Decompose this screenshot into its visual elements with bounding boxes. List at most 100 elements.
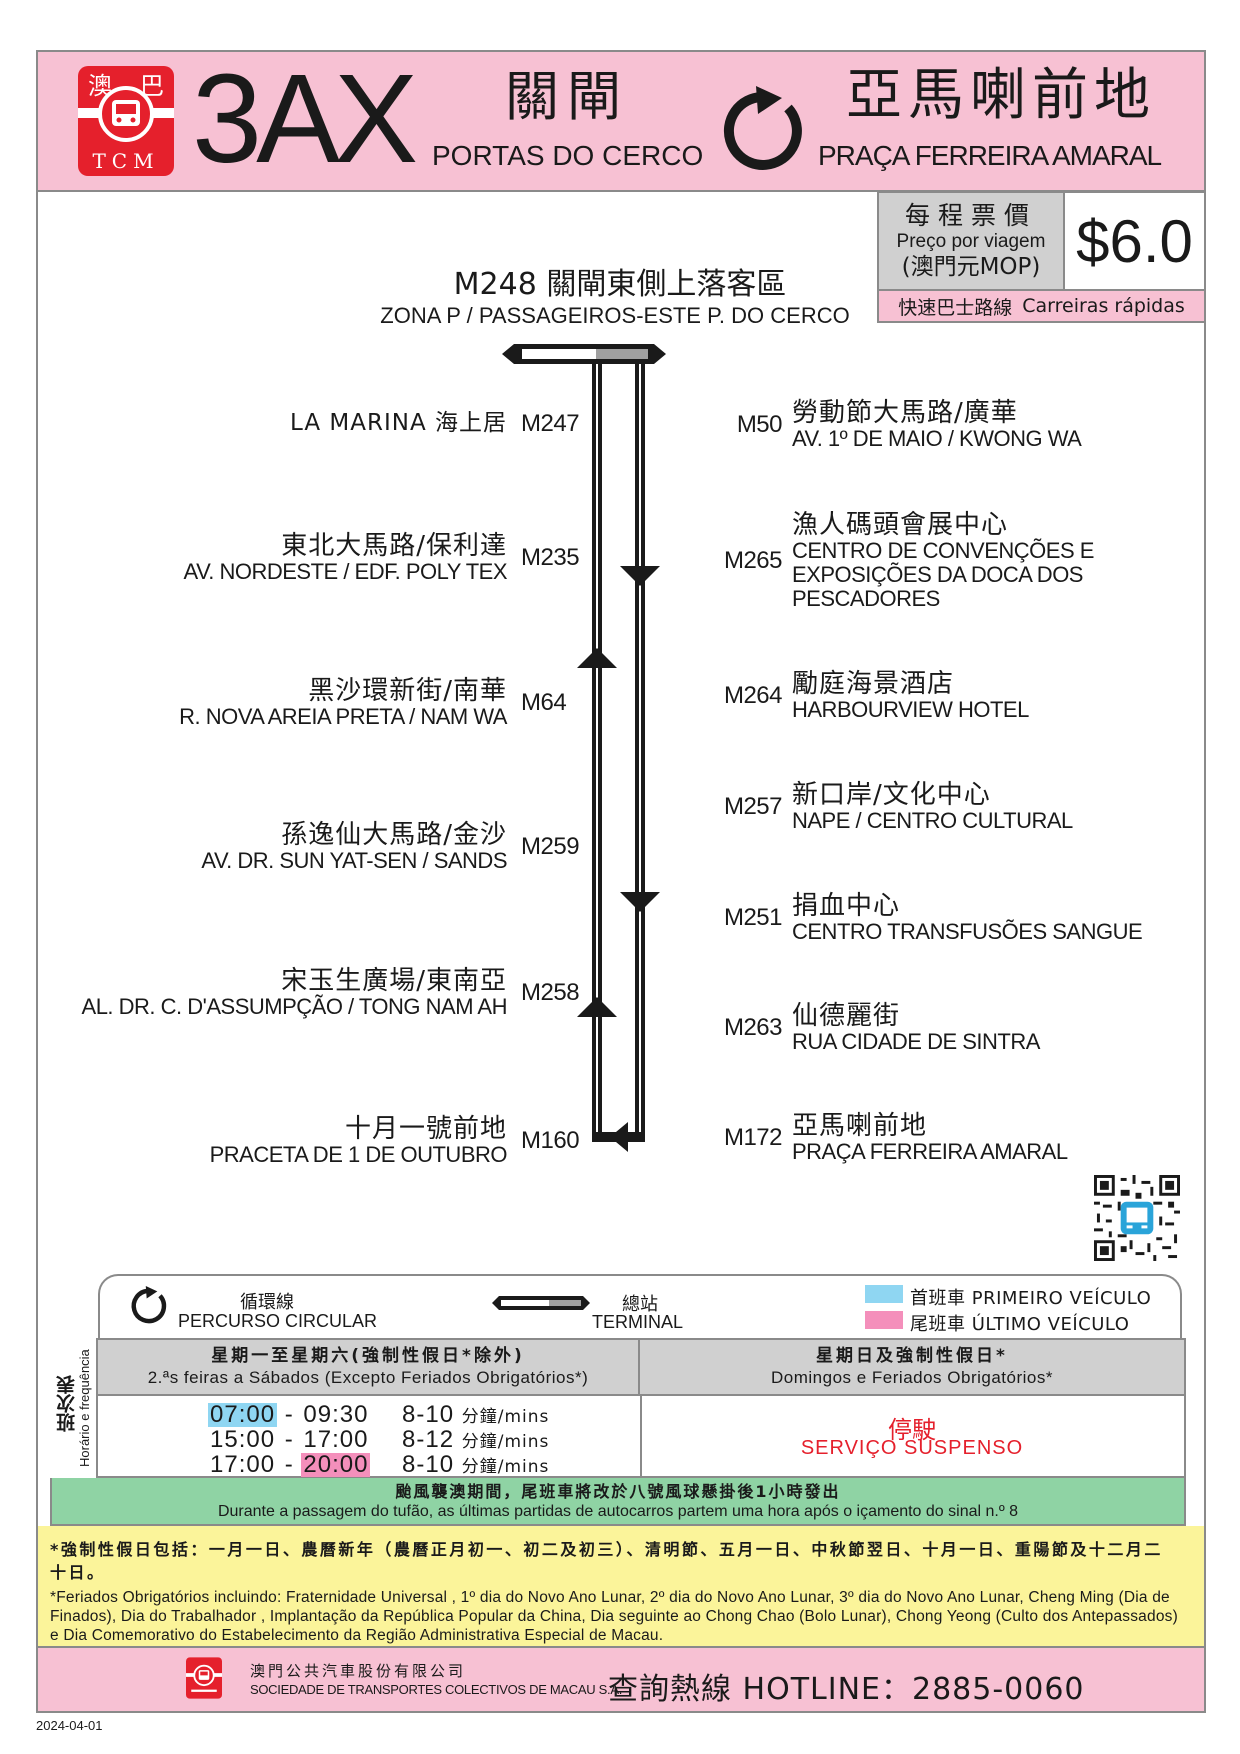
stop-name-pt: EXPOSIÇÕES DA DOCA DOS bbox=[792, 562, 1083, 587]
timetable-side-label bbox=[50, 1338, 98, 1478]
stop-right: 勞動節大馬路/廣華 AV. 1º DE MAIO / KWONG WA M50 bbox=[737, 398, 1082, 451]
service-suspended-pt: SERVIÇO SUSPENSO bbox=[800, 1437, 1024, 1459]
holiday-note-zh: *強制性假日包括：一月一日、農曆新年（農曆正月初一、初二及初三）、清明節、五月一… bbox=[50, 1540, 1163, 1582]
legend-last-pt: ÚLTIMO VEÍCULO bbox=[971, 1314, 1130, 1335]
frequency: 8-12 分鐘/mins bbox=[402, 1428, 549, 1452]
qr-code[interactable] bbox=[1094, 1175, 1180, 1261]
end-time: 09:30 bbox=[303, 1401, 369, 1428]
fare-label-box: 每程票價 Preço por viagem (澳門元MOP) bbox=[877, 191, 1065, 291]
up-arrow bbox=[577, 997, 617, 1017]
holiday-header-zh: 星期日及強制性假日* bbox=[816, 1346, 1008, 1366]
frequency-value: 8-12 bbox=[402, 1426, 455, 1453]
service-suspended-zh: 停駛 bbox=[888, 1416, 936, 1444]
frequency-value: 8-10 bbox=[402, 1451, 455, 1478]
circular-arrow-icon bbox=[131, 1286, 167, 1324]
up-arrow bbox=[577, 648, 617, 668]
stop-code: M258 bbox=[521, 979, 580, 1006]
timetable-title-pt: Horário e frequência bbox=[77, 1349, 92, 1467]
route-number: 3AX bbox=[192, 48, 418, 189]
stop-code: M235 bbox=[521, 544, 580, 571]
company-name-zh: 澳門公共汽車股份有限公司 bbox=[250, 1662, 467, 1680]
stop-code: M50 bbox=[736, 411, 783, 438]
stop-name-zh: 新口岸/文化中心 bbox=[792, 780, 991, 810]
stop-code: M160 bbox=[521, 1127, 580, 1154]
stop-code: M251 bbox=[723, 904, 783, 931]
stop-code: M264 bbox=[723, 682, 783, 709]
legend-first-zh: 首班車 bbox=[910, 1288, 966, 1309]
stop-right: 仙德麗街 RUA CIDADE DE SINTRA M263 bbox=[724, 1001, 1040, 1053]
destination-name-pt: PRAÇA FERREIRA AMARAL bbox=[818, 140, 1162, 171]
stop-name-zh: 仙德麗街 bbox=[792, 1001, 901, 1031]
start-time: 17:00 bbox=[210, 1451, 276, 1478]
typhoon-notice: 颱風襲澳期間，尾班車將改於八號風球懸掛後1小時發出 Durante a pass… bbox=[50, 1478, 1186, 1526]
fare-label-pt: Preço por viagem bbox=[896, 231, 1046, 252]
typhoon-notice-pt: Durante a passagem do tufão, as últimas … bbox=[217, 1503, 1019, 1520]
stop-name-zh: 漁人碼頭會展中心 bbox=[792, 510, 1009, 540]
stop-right: 亞馬喇前地 PRAÇA FERREIRA AMARAL M172 bbox=[724, 1111, 1068, 1164]
origin-name-pt: PORTAS DO CERCO bbox=[432, 140, 704, 171]
stop-name-pt: CENTRO TRANSFUSÕES SANGUE bbox=[792, 919, 1143, 944]
holiday-header-pt: Domingos e Feriados Obrigatórios* bbox=[770, 1368, 1053, 1387]
turn-arrow bbox=[610, 1122, 628, 1152]
stop-name-zh: 勵庭海景酒店 bbox=[792, 669, 955, 699]
stop-right: 勵庭海景酒店 HARBOURVIEW HOTEL M264 bbox=[724, 669, 1029, 722]
stop-right: 漁人碼頭會展中心 CENTRO DE CONVENÇÕES E EXPOSIÇÕ… bbox=[724, 510, 1094, 611]
stop-right: 新口岸/文化中心 NAPE / CENTRO CULTURAL M257 bbox=[724, 780, 1073, 833]
fare-label-currency: (澳門元MOP) bbox=[901, 254, 1041, 280]
stop-name-zh: 亞馬喇前地 bbox=[792, 1111, 928, 1141]
destination-name-zh: 亞馬喇前地 bbox=[846, 63, 1156, 128]
frequency: 8-10 分鐘/mins bbox=[402, 1403, 549, 1427]
typhoon-notice-zh: 颱風襲澳期間，尾班車將改於八號風球懸掛後1小時發出 bbox=[395, 1482, 841, 1501]
company-name-pt: SOCIEDADE DE TRANSPORTES COLECTIVOS DE M… bbox=[250, 1682, 623, 1697]
legend-circular-pt: PERCURSO CIRCULAR bbox=[178, 1311, 378, 1331]
frequency: 8-10 分鐘/mins bbox=[402, 1453, 549, 1477]
stop-left: 宋玉生廣場/東南亞 AL. DR. C. D'ASSUMPÇÃO / TONG … bbox=[82, 968, 580, 1018]
stop-name-pt: R. NOVA AREIA PRETA / NAM WA bbox=[179, 704, 507, 729]
stop-code: M259 bbox=[521, 833, 580, 860]
stop-code: M64 bbox=[521, 689, 567, 716]
stop-name-zh: 十月一號前地 bbox=[344, 1114, 507, 1144]
express-label-pt: Carreiras rápidas bbox=[1022, 295, 1185, 317]
express-route-label: 快速巴士路線 Carreiras rápidas bbox=[877, 289, 1206, 323]
stop-name-pt: AV. 1º DE MAIO / KWONG WA bbox=[792, 426, 1082, 451]
header-bar bbox=[38, 52, 1204, 192]
tcm-logo bbox=[186, 1657, 222, 1699]
stop-right: 捐血中心 CENTRO TRANSFUSÕES SANGUE M251 bbox=[724, 891, 1143, 944]
timetable-title-zh: 班次表 bbox=[56, 1375, 78, 1433]
timetable-row: 15:00 - 17:00 8-12 分鐘/mins bbox=[210, 1426, 550, 1453]
frequency-unit: 分鐘/mins bbox=[461, 1432, 550, 1452]
page-frame bbox=[36, 50, 1206, 1713]
stop-name-pt: NAPE / CENTRO CULTURAL bbox=[792, 808, 1073, 833]
circular-arrow-icon bbox=[723, 86, 802, 170]
stop-code: M172 bbox=[723, 1124, 783, 1151]
fare-label-zh: 每程票價 bbox=[904, 201, 1037, 230]
stop-name-pt: PRACETA DE 1 DE OUTUBRO bbox=[209, 1142, 508, 1167]
tcm-logo: 澳 巴 TCM bbox=[78, 66, 174, 176]
legend-last-zh: 尾班車 bbox=[910, 1314, 966, 1335]
terminal-stop-name-pt: ZONA P / PASSAGEIROS-ESTE P. DO CERCO bbox=[380, 303, 850, 328]
stop-name-zh: 黑沙環新街/南華 bbox=[308, 676, 507, 706]
fare-price: $6.0 bbox=[1063, 191, 1206, 291]
stop-code: M257 bbox=[723, 793, 783, 820]
first-bus-time: 07:00 bbox=[208, 1401, 278, 1428]
stop-name-zh: LA MARINA 海上居 bbox=[290, 410, 507, 436]
holiday-note-pt: *Feriados Obrigatórios incluindo: Frater… bbox=[50, 1589, 1178, 1644]
stop-name-pt: HARBOURVIEW HOTEL bbox=[792, 697, 1029, 722]
stop-code: M247 bbox=[521, 409, 580, 437]
terminal-stop-name-zh: M248 關閘東側上落客區 bbox=[453, 267, 787, 302]
frequency-unit: 分鐘/mins bbox=[461, 1407, 550, 1427]
legend-last-bus: 尾班車 ÚLTIMO VEÍCULO bbox=[910, 1310, 1129, 1336]
weekday-header-zh: 星期一至星期六(強制性假日*除外) bbox=[211, 1346, 525, 1366]
legend-panel bbox=[98, 1274, 1182, 1338]
stop-name-zh: 捐血中心 bbox=[792, 891, 901, 921]
footer-bar bbox=[38, 1646, 1204, 1711]
frequency-unit: 分鐘/mins bbox=[461, 1457, 550, 1477]
stop-name-zh: 東北大馬路/保利達 bbox=[281, 531, 507, 561]
timetable-row: 07:00 - 09:30 8-10 分鐘/mins bbox=[208, 1401, 550, 1428]
down-arrow bbox=[620, 566, 660, 586]
issue-date: 2024-04-01 bbox=[36, 1718, 103, 1733]
stop-name-pt: PESCADORES bbox=[792, 586, 940, 611]
terminal-bar-icon bbox=[492, 1296, 590, 1310]
stop-name-pt: PRAÇA FERREIRA AMARAL bbox=[792, 1139, 1068, 1164]
stop-name-zh: 勞動節大馬路/廣華 bbox=[792, 398, 1018, 428]
